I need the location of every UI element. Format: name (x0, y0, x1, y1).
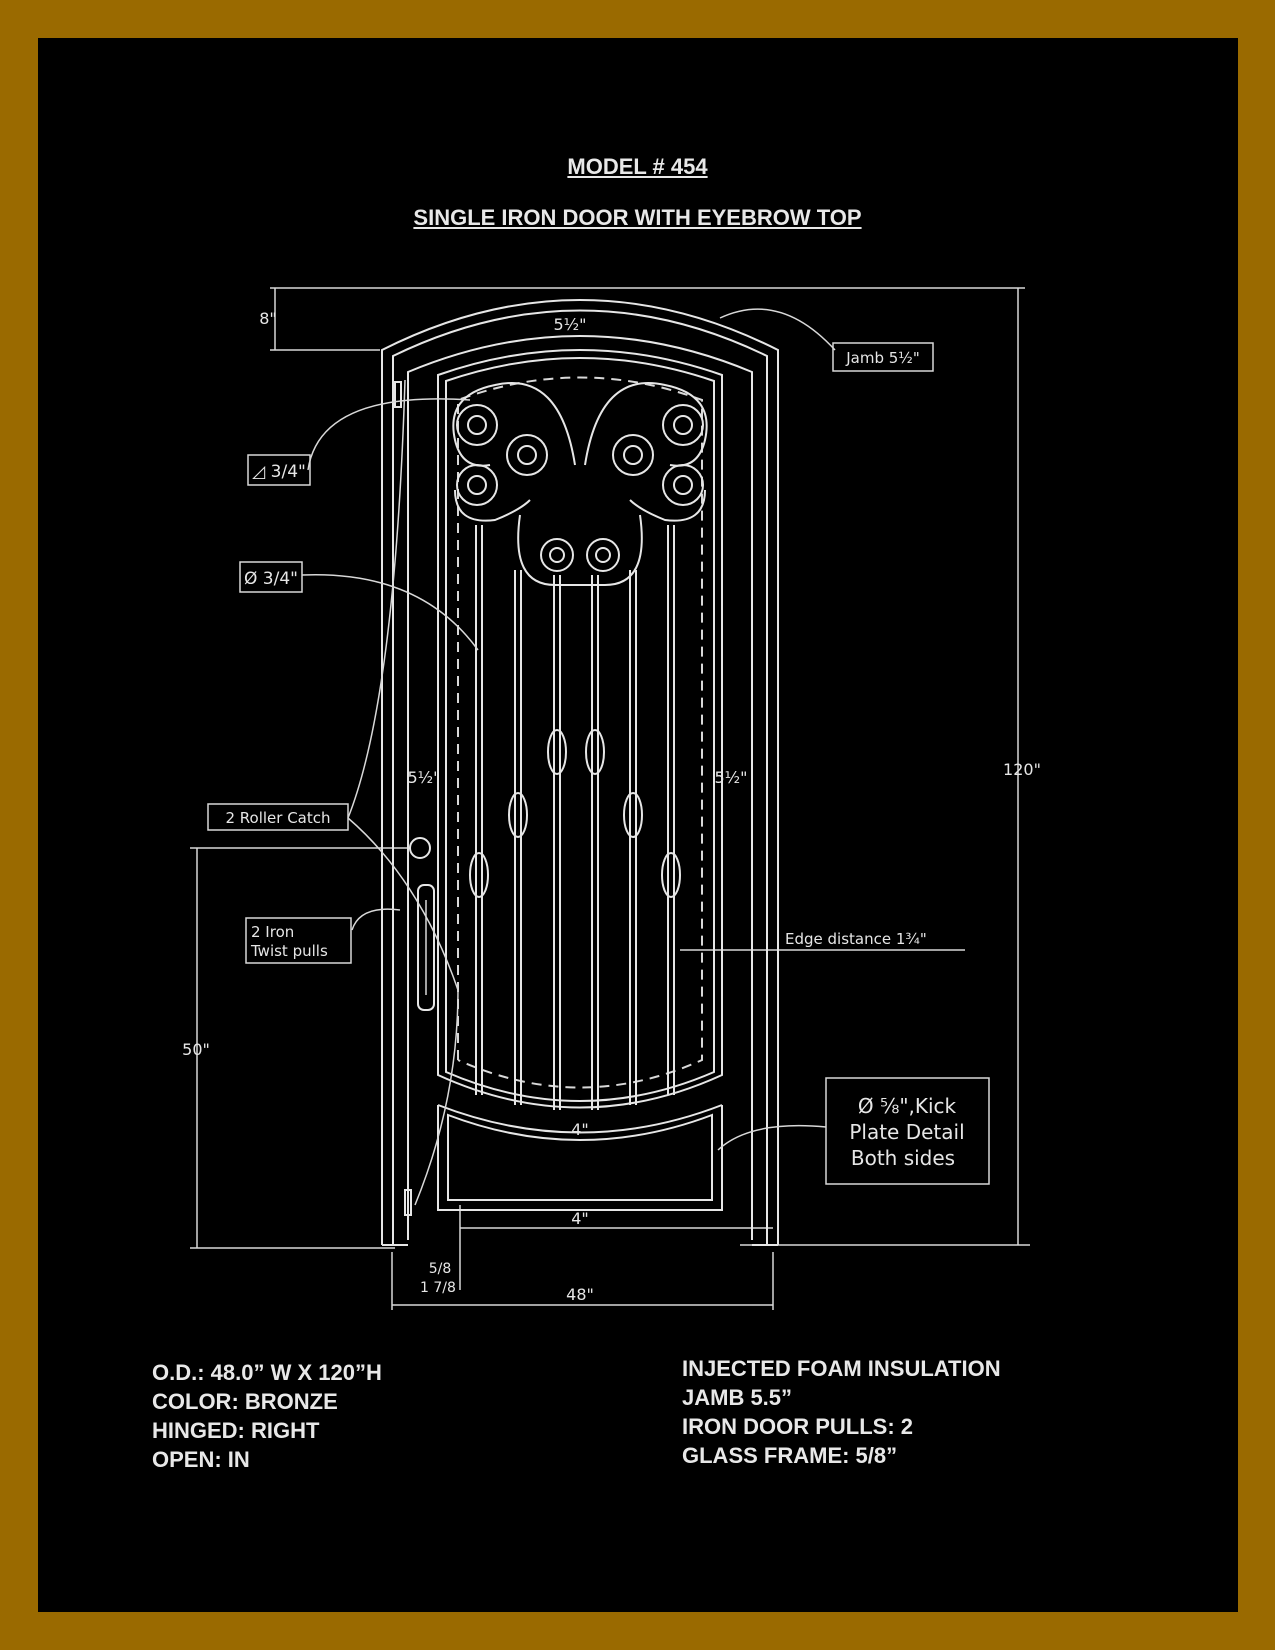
spec-jamb: JAMB 5.5” (682, 1385, 793, 1410)
callout-square-bar: ◿ 3/4" (252, 462, 306, 482)
spec-dimensions: O.D.: 48.0” W X 120”H (152, 1360, 382, 1385)
callout-pulls-2: Twist pulls (250, 942, 328, 960)
spec-insulation: INJECTED FOAM INSULATION (682, 1356, 1001, 1381)
dim-total-width: 48" (566, 1285, 594, 1304)
spec-open: OPEN: IN (152, 1447, 250, 1472)
specs-right: INJECTED FOAM INSULATION JAMB 5.5” IRON … (682, 1354, 1001, 1470)
spec-pulls: IRON DOOR PULLS: 2 (682, 1414, 914, 1439)
dim-total-height: 120" (1003, 760, 1041, 779)
dim-top-rail: 5½" (553, 315, 586, 334)
leader-lines (301, 308, 836, 1206)
callout-pulls-1: 2 Iron (251, 923, 294, 941)
dim-bottom-rail: 4" (571, 1209, 589, 1228)
dim-handle-height: 50" (182, 1040, 210, 1059)
callout-kick-3: Both sides (851, 1146, 955, 1170)
callout-edge-distance: Edge distance 1¾" (785, 930, 927, 948)
callout-roller-catch: 2 Roller Catch (225, 809, 330, 827)
model-title: MODEL # 454 (567, 154, 708, 179)
spec-hinged: HINGED: RIGHT (152, 1418, 320, 1443)
spec-glass-frame: GLASS FRAME: 5/8” (682, 1443, 898, 1468)
callout-kick-2: Plate Detail (849, 1120, 964, 1144)
kick-plate (437, 1104, 723, 1211)
dim-mid-rail: 4" (571, 1120, 589, 1139)
scroll-work (452, 381, 708, 586)
vertical-bars (469, 525, 681, 1110)
specs-left: O.D.: 48.0” W X 120”H COLOR: BRONZE HING… (152, 1358, 382, 1474)
drawing-sheet (38, 38, 1238, 1612)
door-frame (381, 299, 779, 1246)
glass-panel (437, 349, 723, 1109)
door-hardware (394, 381, 435, 1216)
callout-kick-1: Ø ⅝",Kick (858, 1094, 957, 1118)
dimension-lines (190, 287, 1030, 1310)
dim-top-rise: 8" (259, 309, 277, 328)
callout-boxes (207, 342, 990, 1185)
dim-sill-top: 5/8 (429, 1261, 452, 1277)
dim-right-stile: 5½" (714, 768, 747, 787)
callout-round-bar: Ø 3/4" (244, 569, 298, 589)
dim-left-stile: 5½" (407, 768, 440, 787)
callout-jamb: Jamb 5½" (845, 349, 920, 367)
dim-sill-bottom: 1 7/8 (420, 1280, 456, 1296)
spec-color: COLOR: BRONZE (152, 1389, 338, 1414)
door-subtitle: SINGLE IRON DOOR WITH EYEBROW TOP (413, 205, 862, 230)
